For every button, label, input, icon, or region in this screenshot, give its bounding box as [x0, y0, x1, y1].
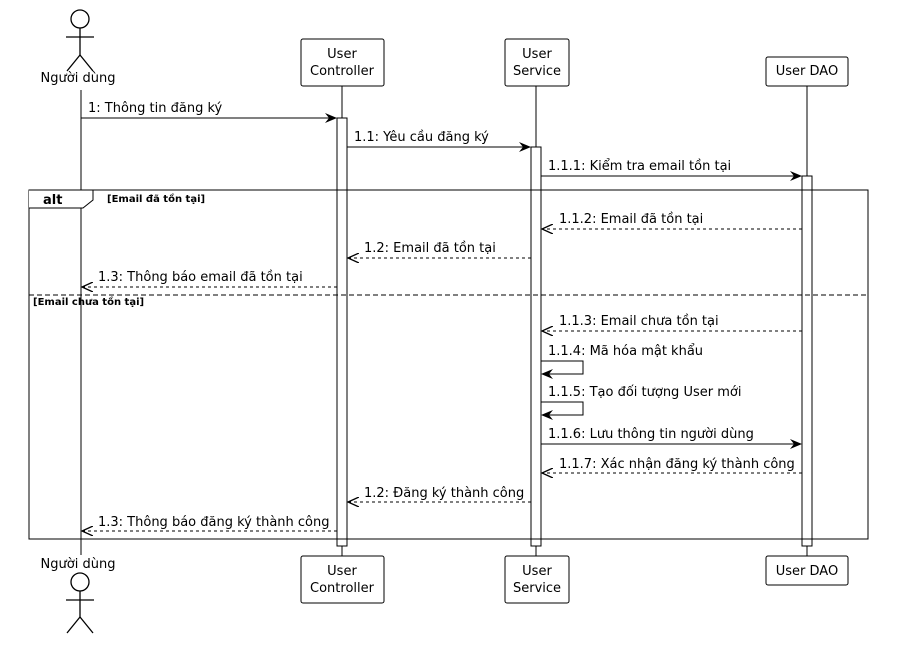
actor-user-label-top: Người dùng	[41, 71, 116, 86]
message-1-1-3: 1.1.3: Email chưa tồn tại	[542, 314, 802, 331]
activation-dao	[801, 175, 813, 547]
svg-text:1.1.2: Email đã tồn tại: 1.1.2: Email đã tồn tại	[559, 212, 703, 227]
actor-user-bottom: Người dùng	[41, 557, 116, 634]
svg-text:User: User	[327, 564, 357, 579]
svg-text:1.3: Thông báo email đã tồn tạ: 1.3: Thông báo email đã tồn tại	[98, 270, 303, 285]
svg-text:Service: Service	[513, 64, 561, 79]
svg-text:1.1.3: Email chưa tồn tại: 1.1.3: Email chưa tồn tại	[559, 314, 719, 329]
participant-dao-bottom: User DAO	[765, 555, 849, 586]
svg-text:Service: Service	[513, 581, 561, 596]
svg-text:1.2: Đăng ký thành công: 1.2: Đăng ký thành công	[364, 486, 524, 501]
actor-icon	[66, 9, 94, 72]
message-1-1-7: 1.1.7: Xác nhận đăng ký thành công	[542, 457, 802, 473]
message-1-3: 1.3: Thông báo email đã tồn tại	[82, 270, 337, 287]
svg-text:1: Thông tin đăng ký: 1: Thông tin đăng ký	[88, 101, 223, 116]
participant-service-bottom: User Service	[504, 555, 570, 604]
svg-text:1.3: Thông báo đăng ký thành c: 1.3: Thông báo đăng ký thành công	[98, 515, 330, 530]
alt-guard-2: [Email chưa tồn tại]	[33, 295, 144, 308]
svg-text:1.1.1: Kiểm tra email tồn tại: 1.1.1: Kiểm tra email tồn tại	[548, 159, 731, 174]
svg-text:Controller: Controller	[310, 581, 375, 596]
participant-service-top: User Service	[504, 38, 570, 87]
message-1-1-4: 1.1.4: Mã hóa mật khẩu	[541, 344, 703, 379]
svg-text:User DAO: User DAO	[776, 564, 838, 579]
message-1: 1: Thông tin đăng ký	[81, 101, 337, 123]
activation-controller	[336, 117, 348, 547]
message-1-1: 1.1: Yêu cầu đăng ký	[347, 130, 531, 152]
message-1-3-success: 1.3: Thông báo đăng ký thành công	[82, 515, 337, 531]
message-1-1-5: 1.1.5: Tạo đối tượng User mới	[541, 385, 741, 420]
svg-text:1.1.6: Lưu thông tin người dùn: 1.1.6: Lưu thông tin người dùng	[548, 427, 754, 442]
participant-controller-top: User Controller	[300, 38, 385, 87]
message-1-2-success: 1.2: Đăng ký thành công	[348, 486, 531, 502]
actor-user-label-bottom: Người dùng	[41, 557, 116, 572]
alt-guard-1: [Email đã tồn tại]	[107, 192, 205, 205]
alt-keyword: alt	[43, 193, 62, 208]
svg-text:User: User	[522, 564, 552, 579]
svg-text:User: User	[522, 47, 552, 62]
alt-fragment: alt [Email đã tồn tại] [Email chưa tồn t…	[28, 189, 869, 540]
message-1-2: 1.2: Email đã tồn tại	[348, 241, 531, 258]
actor-icon	[66, 572, 94, 634]
svg-text:User: User	[327, 47, 357, 62]
svg-text:User DAO: User DAO	[776, 64, 838, 79]
actor-user-top: Người dùng	[41, 9, 116, 86]
svg-text:1.1.4: Mã hóa mật khẩu: 1.1.4: Mã hóa mật khẩu	[548, 344, 703, 359]
activation-service	[530, 146, 542, 547]
svg-text:Controller: Controller	[310, 64, 375, 79]
message-1-1-2: 1.1.2: Email đã tồn tại	[542, 212, 802, 229]
participant-dao-top: User DAO	[765, 56, 849, 87]
svg-text:1.1: Yêu cầu đăng ký: 1.1: Yêu cầu đăng ký	[354, 130, 489, 145]
participant-controller-bottom: User Controller	[300, 555, 385, 604]
svg-text:1.1.7: Xác nhận đăng ký thành: 1.1.7: Xác nhận đăng ký thành công	[559, 457, 795, 472]
svg-text:1.1.5: Tạo đối tượng User mới: 1.1.5: Tạo đối tượng User mới	[548, 385, 741, 400]
svg-text:1.2: Email đã tồn tại: 1.2: Email đã tồn tại	[364, 241, 496, 256]
message-1-1-6: 1.1.6: Lưu thông tin người dùng	[541, 427, 802, 449]
message-1-1-1: 1.1.1: Kiểm tra email tồn tại	[541, 159, 802, 181]
